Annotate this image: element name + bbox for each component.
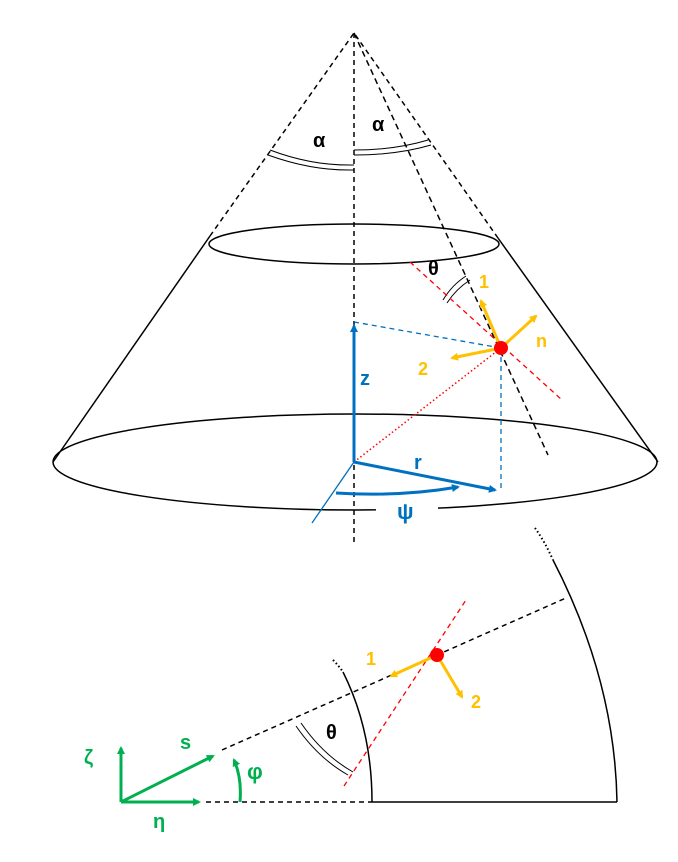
dir1-arrow-top [479,299,503,349]
theta-arc-bottom-outer [300,722,354,773]
theta-bottom-label: θ [326,722,337,744]
r-label: r [414,452,422,474]
cone-top-ellipse [208,223,500,265]
red-dashed-normal-top [409,261,563,401]
phi-arc-arrow [232,758,242,803]
theta-top-label: θ [428,258,439,280]
s-axis-arrow [120,754,215,804]
alpha-right-label: α [372,114,385,136]
blue-thin-line [311,461,355,524]
n-label: n [536,331,547,351]
apex-dashed-left [209,32,355,237]
material-point-bottom [430,648,444,662]
alpha-arc-left [269,149,355,166]
dir2-bottom-label: 2 [471,692,481,712]
zeta-label: ζ [84,747,93,769]
alpha-arc-right-outer [353,144,432,156]
psi-label-gap [376,500,438,518]
theta-arc-top [442,275,467,301]
psi-label: ψ [397,499,414,524]
dir1-arrow-bottom [389,653,438,678]
eta-label: η [153,811,165,833]
dir1-top-label: 1 [479,272,489,292]
s-label: s [180,732,191,754]
theta-arc-bottom [295,725,349,776]
dir2-top-label: 2 [418,359,428,379]
red-dashed-line-bottom [343,599,467,787]
theta-arc-top-outer [446,279,471,304]
r-axis-arrow [353,460,497,493]
n-arrow [499,314,538,350]
cone-side-right [497,237,659,463]
dir2-arrow-top [450,346,502,361]
alpha-left-label: α [313,130,326,152]
development-bottom: 1 2 θ s φ ζ η [84,527,618,833]
outer-arc [552,559,618,803]
inner-arc-dotted [332,659,344,673]
dir2-arrow-bottom [435,654,464,699]
outer-arc-dotted [534,527,554,561]
dir1-bottom-label: 1 [366,649,376,669]
cone-side-left [52,235,211,463]
cone-top: α α θ z r ψ 1 n 2 [52,32,659,545]
psi-arc-arrow [335,484,460,496]
material-point-top [494,341,508,355]
inner-arc [342,671,373,803]
apex-dashed-right [353,32,499,239]
alpha-arc-left-outer [267,154,355,171]
phi-label: φ [247,759,263,784]
blue-dashed-z-projection [353,321,502,349]
slant-dashed-line [353,32,549,456]
alpha-arc-right [353,139,429,151]
red-dotted-position [353,347,502,463]
z-label: z [360,368,370,390]
